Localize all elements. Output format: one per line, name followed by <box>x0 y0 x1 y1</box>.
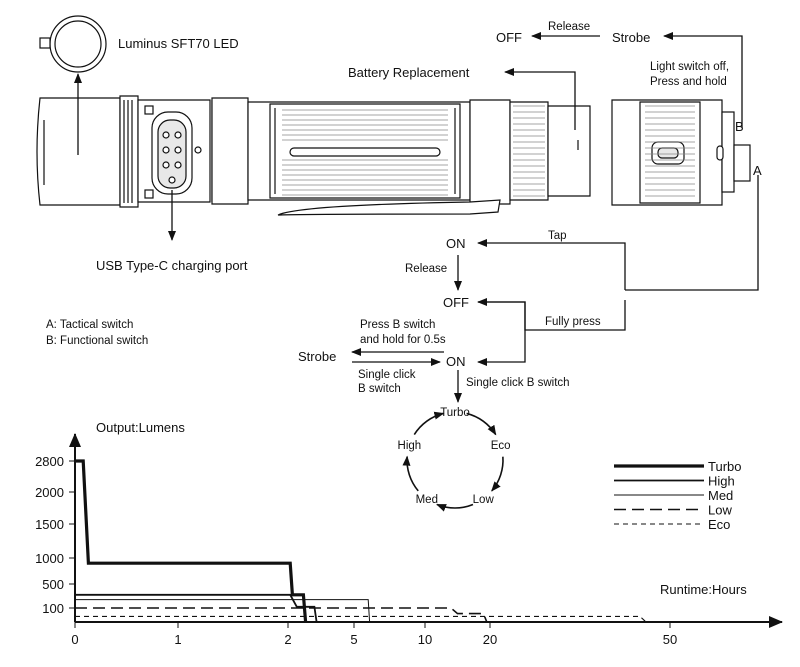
mode-high: High <box>398 440 422 452</box>
y-tick-label: 2800 <box>35 454 64 469</box>
y-tick-label: 100 <box>42 601 64 616</box>
led-callout-circle <box>39 15 107 73</box>
x-axis-label: Runtime:Hours <box>660 582 747 597</box>
legend-label-med: Med <box>708 488 733 503</box>
y-tick-label: 1500 <box>35 517 64 532</box>
switch-b-label: B <box>735 119 744 134</box>
x-tick-label: 5 <box>350 632 357 647</box>
legend-switch-b: B: Functional switch <box>46 335 148 347</box>
flow-off-mid: OFF <box>443 295 469 310</box>
flow-single-click-right: Single click B switch <box>466 377 570 389</box>
mode-cycle-arrow <box>436 503 474 512</box>
mode-cycle-arrow <box>402 455 419 492</box>
legend-switch-a: A: Tactical switch <box>46 319 133 331</box>
legend-label-turbo: Turbo <box>708 459 741 474</box>
flow-press-b-2: and hold for 0.5s <box>360 334 446 346</box>
series-line-low <box>75 607 488 623</box>
flow-release-mid: Release <box>405 263 447 275</box>
legend-label-low: Low <box>708 503 732 518</box>
flow-single-click-left-1: Single click <box>358 369 416 381</box>
series-line-turbo <box>75 459 308 623</box>
legend-label-eco: Eco <box>708 517 730 532</box>
x-tick-label: 0 <box>71 632 78 647</box>
mode-cycle-arrow <box>466 412 497 436</box>
mode-low: Low <box>473 494 495 506</box>
mode-med: Med <box>416 494 438 506</box>
flow-fully-press: Fully press <box>545 316 601 328</box>
mode-cycle-arrow <box>491 456 504 492</box>
callout-arrows <box>74 32 759 403</box>
flow-release-top: Release <box>548 21 590 33</box>
series-line-med <box>75 599 371 623</box>
flow-on-2: ON <box>446 354 466 369</box>
x-tick-label: 50 <box>663 632 677 647</box>
body-texture <box>282 105 695 197</box>
y-tick-label: 500 <box>42 577 64 592</box>
legend-label-high: High <box>708 474 735 489</box>
led-label: Luminus SFT70 LED <box>118 36 239 51</box>
switch-off-label-2: Press and hold <box>650 76 727 88</box>
flashlight-body <box>36 95 751 216</box>
usb-label: USB Type-C charging port <box>96 258 248 273</box>
x-tick-label: 20 <box>483 632 497 647</box>
flow-strobe-mid: Strobe <box>298 349 336 364</box>
mode-eco: Eco <box>491 440 511 452</box>
x-tick-label: 1 <box>174 632 181 647</box>
flow-off-top: OFF <box>496 30 522 45</box>
flow-on-1: ON <box>446 236 466 251</box>
series-line-eco <box>75 615 647 623</box>
flow-press-b-1: Press B switch <box>360 319 435 331</box>
mode-cycle-arrow <box>413 411 445 435</box>
mode-turbo: Turbo <box>440 407 470 419</box>
x-tick-label: 10 <box>418 632 432 647</box>
runtime-chart: Output:Lumens Runtime:Hours 100500100015… <box>35 420 783 647</box>
switch-off-label-1: Light switch off, <box>650 61 729 73</box>
flow-strobe-top: Strobe <box>612 30 650 45</box>
series-line-high <box>75 593 318 623</box>
y-tick-label: 1000 <box>35 551 64 566</box>
switch-a-label: A <box>753 163 762 178</box>
y-tick-label: 2000 <box>35 485 64 500</box>
battery-label: Battery Replacement <box>348 65 470 80</box>
x-tick-label: 2 <box>284 632 291 647</box>
y-axis-label: Output:Lumens <box>96 420 185 435</box>
flow-tap: Tap <box>548 230 567 242</box>
flow-single-click-left-2: B switch <box>358 383 401 395</box>
